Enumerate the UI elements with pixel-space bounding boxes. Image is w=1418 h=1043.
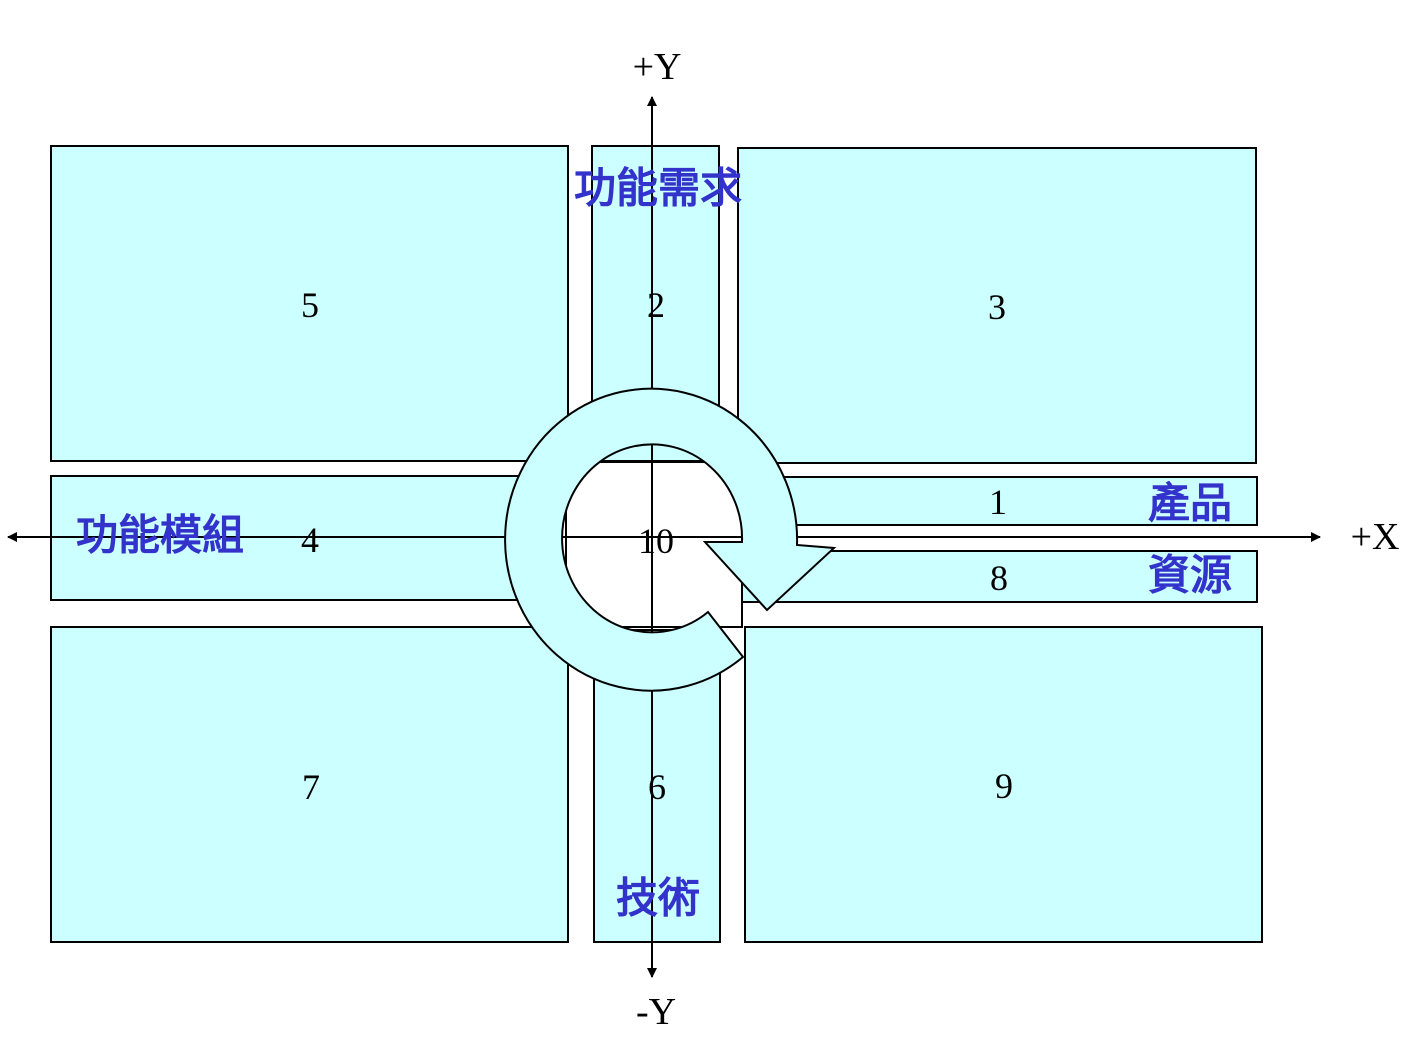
cell-label-10: 10: [638, 521, 674, 561]
cell-label-3: 3: [988, 287, 1006, 327]
functional-modules-label: 功能模組: [76, 511, 244, 560]
plus-x-label: +X: [1351, 516, 1400, 558]
minus-y-label: -Y: [636, 991, 676, 1033]
cell-label-6: 6: [648, 767, 666, 807]
cell-9: [744, 626, 1263, 943]
cell-label-9: 9: [995, 766, 1013, 806]
cell-5: [50, 145, 569, 462]
cell-7: [50, 626, 569, 943]
cell-label-5: 5: [301, 285, 319, 325]
technology-label: 技術: [616, 874, 700, 923]
plus-y-label: +Y: [633, 46, 682, 88]
resources-label: 資源: [1148, 551, 1232, 600]
clockwise-circular-arrow-icon: [504, 387, 837, 692]
cell-1: [759, 476, 1258, 526]
product-label: 產品: [1148, 479, 1232, 528]
cell-3: [737, 147, 1257, 464]
cell-label-8: 8: [990, 558, 1008, 598]
functional-requirements-label: 功能需求: [574, 164, 742, 213]
cell-label-7: 7: [302, 767, 320, 807]
cell-label-1: 1: [989, 482, 1007, 522]
cell-label-4: 4: [301, 520, 319, 560]
cell-label-2: 2: [647, 285, 665, 325]
